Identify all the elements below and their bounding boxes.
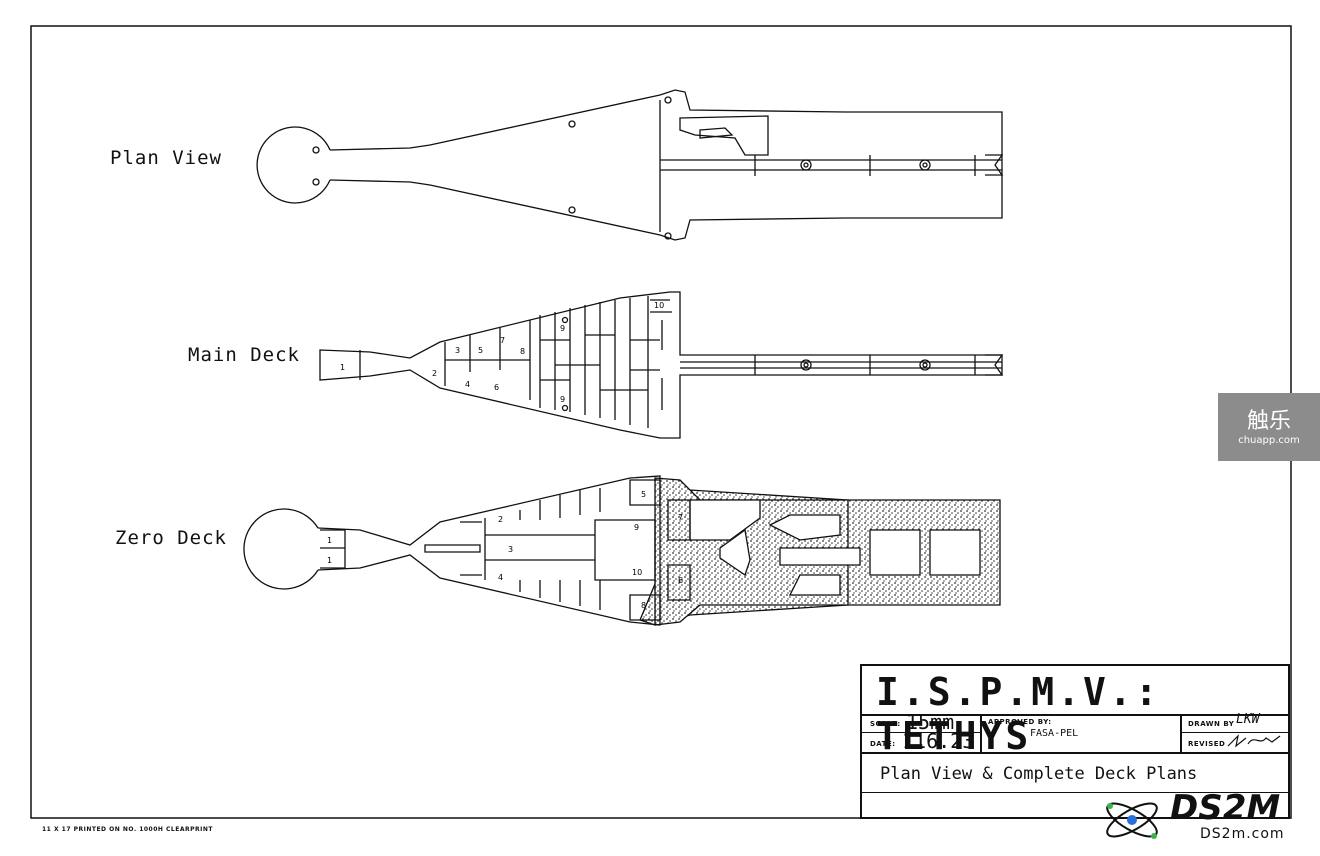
zero-deck-room-label: 1 xyxy=(327,536,332,545)
zero-deck-room-label: 5 xyxy=(641,490,646,499)
zero-deck-room-label: 3 xyxy=(508,545,513,554)
zero-deck-room-label: 9 xyxy=(634,523,639,532)
watermark-brand-url: DS2m.com xyxy=(1200,826,1285,842)
drawn-by-label: DRAWN BY xyxy=(1188,720,1235,728)
zero-deck-label: Zero Deck xyxy=(115,527,227,549)
main-deck-room-label: 3 xyxy=(455,346,460,355)
drawing-subtitle: Plan View & Complete Deck Plans xyxy=(880,764,1198,784)
zero-deck-drawing xyxy=(243,475,1001,626)
ds2m-watermark: DS2M DS2m.com xyxy=(1100,788,1310,850)
zero-deck-room-label: 2 xyxy=(498,515,503,524)
main-deck-room-label: 8 xyxy=(520,347,525,356)
zero-deck-room-label: 4 xyxy=(498,573,503,582)
scale-value: 15mm xyxy=(906,710,955,734)
main-deck-room-label: 1 xyxy=(340,363,345,372)
revised-signature xyxy=(1227,734,1281,748)
approved-value: FASA-PEL xyxy=(1030,728,1079,739)
zero-deck-room-label: 10 xyxy=(632,568,642,577)
zero-deck-room-label: 1 xyxy=(327,556,332,565)
date-label: DATE: xyxy=(870,740,896,748)
chuapp-watermark: 触乐 chuapp.com xyxy=(1218,393,1320,461)
watermark-logo-text: 触乐 xyxy=(1246,409,1291,434)
zero-deck-room-label: 6 xyxy=(678,576,683,585)
title-block: I.S.P.M.V.: TETHYS SCALE: 15mm DATE: 116… xyxy=(860,664,1290,819)
main-deck-room-label: 10 xyxy=(654,301,664,310)
atom-logo-icon xyxy=(1106,802,1158,839)
zero-deck-room-label: 8 xyxy=(641,601,646,610)
zero-deck-room-label: 7 xyxy=(678,513,683,522)
revised-label: REVISED xyxy=(1188,740,1226,748)
main-deck-label: Main Deck xyxy=(188,344,300,366)
main-deck-room-label: 2 xyxy=(432,369,437,378)
main-deck-room-label: 7 xyxy=(500,336,505,345)
watermark-url: chuapp.com xyxy=(1238,435,1300,446)
main-deck-room-label: 5 xyxy=(478,346,483,355)
plan-view-label: Plan View xyxy=(110,147,222,169)
print-note: 11 X 17 PRINTED ON NO. 1000H CLEARPRINT xyxy=(42,826,213,833)
plan-view-drawing xyxy=(256,89,1004,241)
scale-label: SCALE: xyxy=(870,720,901,728)
approved-label: APPROVED BY: xyxy=(988,718,1052,726)
drawn-by-value: LKW xyxy=(1236,712,1260,727)
main-deck-room-label: 6 xyxy=(494,383,499,392)
main-deck-room-label: 4 xyxy=(465,380,470,389)
date-value: 116.23 xyxy=(902,729,975,753)
watermark-brand: DS2M xyxy=(1170,788,1281,828)
main-deck-drawing xyxy=(319,291,1004,439)
ship-title: I.S.P.M.V.: TETHYS xyxy=(876,670,1161,758)
main-deck-room-label: 9 xyxy=(560,324,565,333)
main-deck-room-label: 9 xyxy=(560,395,565,404)
